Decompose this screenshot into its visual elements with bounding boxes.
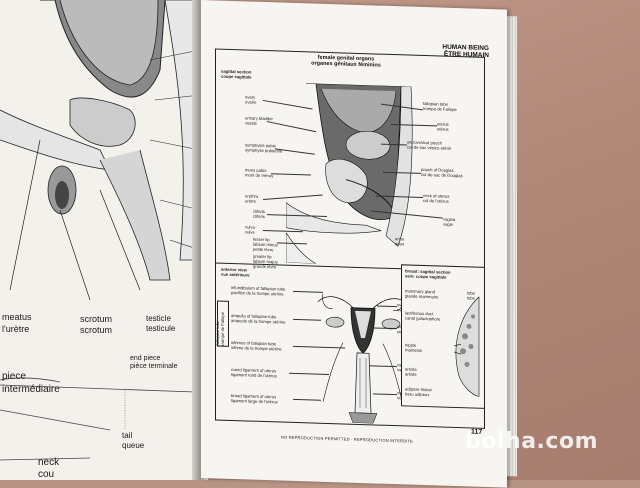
anterior-fr: vue antérieure <box>221 271 250 278</box>
breast-section-illustration <box>453 296 480 397</box>
label-scrotum-fr: scrotum <box>80 325 113 335</box>
male-anatomy-illustration <box>0 0 200 461</box>
sagittal-fr: coupe sagittale <box>221 73 252 80</box>
label-neck-fr: cou <box>38 469 55 480</box>
label-piece: piece <box>2 371 26 382</box>
anterior-vertical-box <box>217 300 229 347</box>
label-end-piece-en: end piece <box>130 355 161 362</box>
breast-heading: breast: sagittal section sein: coupe sag… <box>405 268 451 279</box>
label-tail-en: tail <box>122 431 133 440</box>
label-testicle-en: testicle <box>146 314 171 323</box>
right-page: HUMAN BEING ÊTRE HUMAIN female genital o… <box>201 0 507 488</box>
label-meatus: meatus <box>2 312 32 322</box>
label-neck-en: neck <box>38 457 60 468</box>
label-scrotum-en: scrotum <box>80 314 113 324</box>
label-urethre: l'urètre <box>2 324 30 334</box>
label-end-piece-fr: pièce terminale <box>130 363 178 370</box>
label-intermediaire: intermédiaire <box>2 384 60 395</box>
anterior-view-illustration <box>317 293 409 424</box>
sagittal-section-illustration <box>286 82 413 264</box>
sagittal-heading: sagittal section coupe sagittale <box>221 69 251 80</box>
left-page: meatus l'urètre scrotum scrotum testicle… <box>0 0 200 480</box>
label-testicle-fr: testicule <box>146 324 176 333</box>
anterior-heading: anterior view vue antérieure <box>221 267 250 278</box>
watermark: bolha.com <box>465 429 598 454</box>
footer-notice: NO REPRODUCTION PERMITTED · REPRODUCTION… <box>281 434 414 444</box>
label-tail-fr: queue <box>122 441 145 450</box>
